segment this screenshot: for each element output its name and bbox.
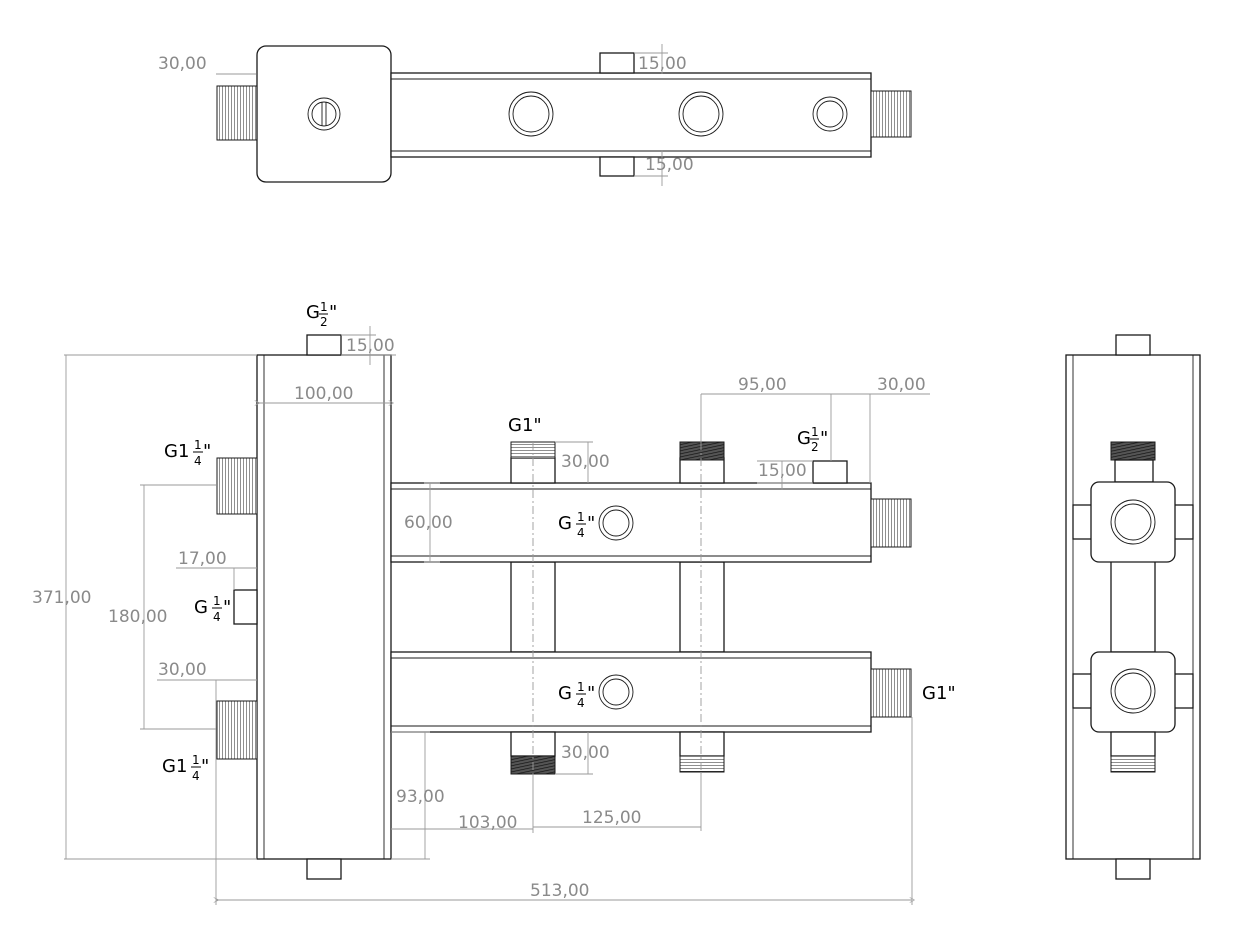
dim-30-upper: 30,00 <box>561 452 610 472</box>
dim-30-left: 30,00 <box>158 660 207 680</box>
label-right-end: G1" <box>922 683 956 704</box>
riser-right <box>679 561 725 653</box>
svg-text:": " <box>587 683 595 704</box>
svg-text:4: 4 <box>577 526 585 540</box>
svg-text:1: 1 <box>811 425 819 439</box>
label-top-port: G 1 2 " <box>306 300 337 329</box>
top-view-port-1 <box>508 91 554 137</box>
top-view: 30,00 15,00 15,00 <box>158 44 912 186</box>
dim-15-top-port: 15,00 <box>346 336 395 356</box>
svg-text:4: 4 <box>194 454 202 468</box>
upper-outlet-2-thread <box>679 441 725 461</box>
top-view-right-thread <box>870 90 912 138</box>
top-view-bottom-fitting <box>599 156 635 177</box>
dim-17: 17,00 <box>178 549 227 569</box>
top-view-port-3 <box>812 96 848 132</box>
svg-text:": " <box>587 513 595 534</box>
dim-93: 93,00 <box>396 787 445 807</box>
left-mid-port <box>233 589 258 625</box>
side-view-lower-block <box>1090 651 1176 733</box>
top-view-top-fitting <box>599 52 635 74</box>
lower-outlet-2-thread <box>679 755 725 773</box>
svg-text:4: 4 <box>192 769 200 783</box>
top-view-pipe <box>390 72 872 158</box>
svg-text:1: 1 <box>213 594 221 608</box>
svg-text:4: 4 <box>213 610 221 624</box>
dim-371: 371,00 <box>32 588 91 608</box>
side-view-lower-thread <box>1110 755 1156 773</box>
svg-text:1: 1 <box>577 510 585 524</box>
upper-right-port <box>812 460 848 484</box>
svg-text:G: G <box>306 302 320 323</box>
side-view-upper-thread <box>1110 441 1156 461</box>
top-dim-15-bottom: 15,00 <box>645 155 694 175</box>
top-view-collector-body <box>256 45 392 183</box>
svg-text:G: G <box>797 428 811 449</box>
side-view-upper-block <box>1090 481 1176 563</box>
svg-text:1: 1 <box>194 438 202 452</box>
svg-text:2: 2 <box>811 440 819 454</box>
svg-text:2: 2 <box>320 315 328 329</box>
dim-15-right: 15,00 <box>758 461 807 481</box>
left-upper-thread <box>216 457 258 515</box>
dim-125: 125,00 <box>582 808 641 828</box>
lower-pipe <box>390 651 872 733</box>
top-dim-15-top: 15,00 <box>638 54 687 74</box>
svg-text:G: G <box>558 513 572 534</box>
svg-text:1: 1 <box>577 680 585 694</box>
svg-text:1: 1 <box>320 300 328 314</box>
svg-text:4: 4 <box>577 696 585 710</box>
label-lower-left-thread: G1 1 4 " <box>162 753 209 783</box>
top-view-screw <box>307 97 341 131</box>
collector-top-port <box>306 334 342 356</box>
upper-pipe <box>390 482 872 563</box>
svg-text:G: G <box>194 597 208 618</box>
svg-text:": " <box>329 302 337 323</box>
dim-95: 95,00 <box>738 375 787 395</box>
dim-103: 103,00 <box>458 813 517 833</box>
dim-60: 60,00 <box>404 513 453 533</box>
svg-text:1: 1 <box>192 753 200 767</box>
svg-text:": " <box>201 756 209 777</box>
front-view: 15,00 100,00 371,00 180,00 17,00 30,00 6… <box>32 300 956 905</box>
lower-sensor-port <box>598 674 634 710</box>
svg-text:": " <box>203 441 211 462</box>
side-view <box>1065 334 1201 880</box>
label-mid-left-port: G 1 4 " <box>194 594 231 624</box>
svg-text:G1: G1 <box>162 756 187 777</box>
svg-text:": " <box>820 428 828 449</box>
upper-pipe-end-thread <box>870 498 912 548</box>
lower-pipe-end-thread <box>870 668 912 718</box>
label-right-port: G 1 2 " <box>797 425 828 454</box>
label-upper-left-thread: G1 1 4 " <box>164 438 211 468</box>
top-view-port-2 <box>678 91 724 137</box>
collector-bottom-port <box>306 858 342 880</box>
dim-180: 180,00 <box>108 607 167 627</box>
dim-30-lower: 30,00 <box>561 743 610 763</box>
side-view-bottom-port <box>1115 858 1151 880</box>
top-dim-30: 30,00 <box>158 54 207 74</box>
svg-text:": " <box>223 597 231 618</box>
label-top-outlet: G1" <box>508 415 542 436</box>
upper-sensor-port <box>598 505 634 541</box>
collector-body <box>256 354 392 860</box>
dim-513: 513,00 <box>530 881 589 901</box>
dim-30-right: 30,00 <box>877 375 926 395</box>
svg-text:G: G <box>558 683 572 704</box>
dim-100: 100,00 <box>294 384 353 404</box>
left-lower-thread <box>216 700 258 760</box>
label-lower-sensor: G 1 4 " <box>558 680 595 710</box>
side-view-top-port <box>1115 334 1151 356</box>
label-upper-sensor: G 1 4 " <box>558 510 595 540</box>
top-view-left-thread <box>216 85 258 141</box>
svg-text:G1: G1 <box>164 441 189 462</box>
